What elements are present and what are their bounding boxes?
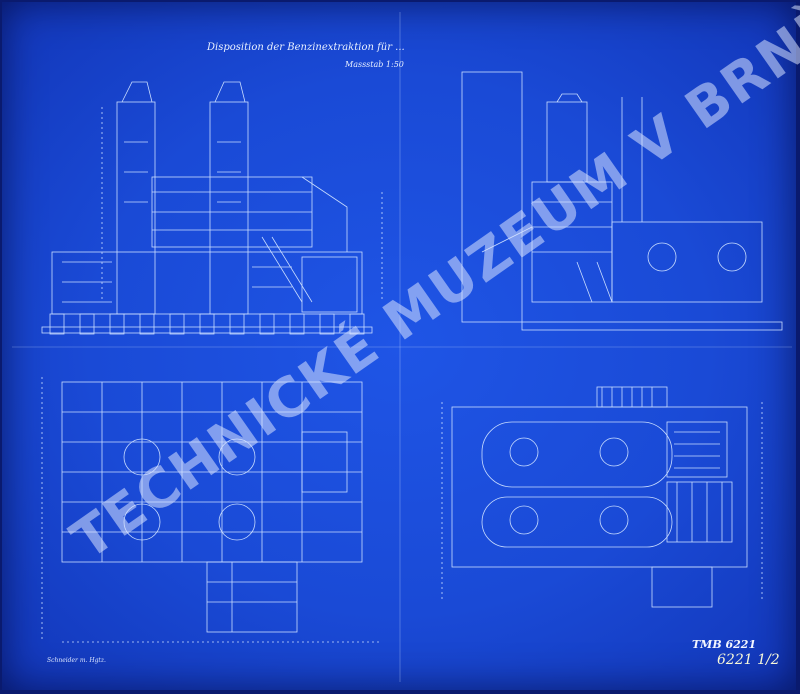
ground-plan-right-drawing [441, 386, 763, 608]
drawing-scale: Massstab 1:50 [345, 60, 404, 69]
archive-number-main: 6221 [717, 652, 753, 668]
side-elevation-drawing [461, 71, 783, 331]
ground-plan-left-drawing [41, 377, 382, 643]
foundation-piers [49, 313, 365, 335]
draftsman-signature: Schneider m. Hgtz. [47, 657, 106, 664]
front-elevation-drawing [41, 81, 383, 335]
drawing-title: Disposition der Benzinextraktion für ... [207, 42, 405, 53]
archive-number-fraction: 1/2 [757, 652, 780, 668]
archive-number: 6221 1/2 [717, 652, 780, 668]
archive-stamp: TMB 6221 [692, 638, 757, 651]
